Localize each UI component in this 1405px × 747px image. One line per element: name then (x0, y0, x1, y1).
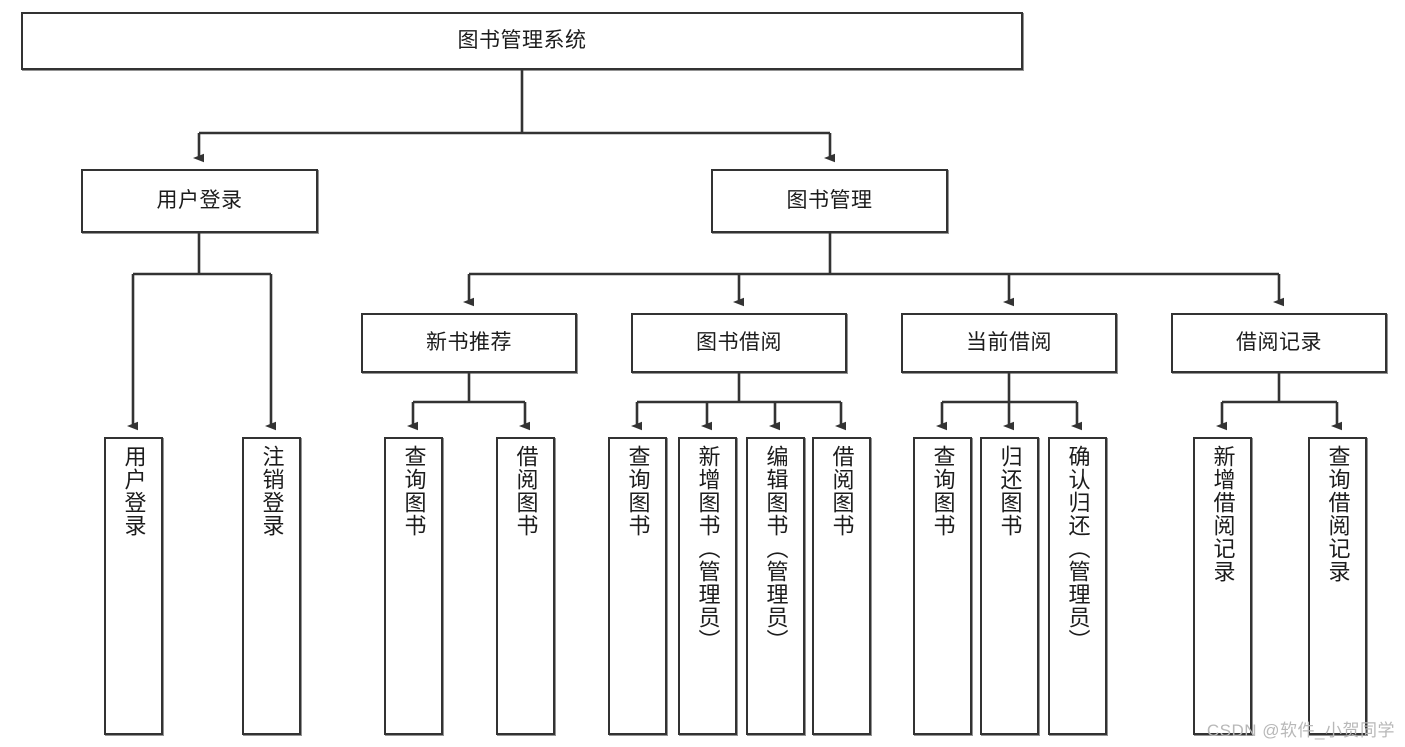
node-book-management[interactable]: 图书管理 (711, 169, 948, 233)
node-label: 用户登录 (121, 445, 147, 537)
node-label: 编辑图书（管理员） (763, 445, 789, 652)
leaf-borrow-book[interactable]: 借阅图书 (812, 437, 871, 735)
node-label: 用户登录 (156, 188, 243, 212)
leaf-query-book-borrow[interactable]: 查询图书 (608, 437, 667, 735)
node-label: 确认归还（管理员） (1065, 445, 1091, 652)
leaf-borrow-book-recommend[interactable]: 借阅图书 (496, 437, 555, 735)
node-label: 新增借阅记录 (1210, 445, 1236, 583)
node-label: 查询图书 (625, 445, 651, 537)
node-borrow-record[interactable]: 借阅记录 (1171, 313, 1387, 373)
node-label: 借阅记录 (1236, 330, 1322, 354)
node-label: 图书管理系统 (457, 28, 587, 52)
node-root-book-management-system[interactable]: 图书管理系统 (21, 12, 1023, 70)
node-label: 注销登录 (259, 445, 285, 537)
leaf-return-book[interactable]: 归还图书 (980, 437, 1039, 735)
leaf-add-book-admin[interactable]: 新增图书（管理员） (678, 437, 737, 735)
watermark: CSDN @软件_小贺同学 (1206, 721, 1395, 740)
node-new-book-recommend[interactable]: 新书推荐 (361, 313, 577, 373)
node-book-borrow[interactable]: 图书借阅 (631, 313, 847, 373)
node-label: 借阅图书 (829, 445, 855, 537)
node-label: 新增图书（管理员） (695, 445, 721, 652)
node-label: 当前借阅 (966, 330, 1052, 354)
node-label: 归还图书 (997, 445, 1023, 537)
leaf-query-book-recommend[interactable]: 查询图书 (384, 437, 443, 735)
leaf-edit-book-admin[interactable]: 编辑图书（管理员） (746, 437, 805, 735)
node-label: 图书借阅 (696, 330, 782, 354)
node-user-login[interactable]: 用户登录 (81, 169, 318, 233)
leaf-add-borrow-record[interactable]: 新增借阅记录 (1193, 437, 1252, 735)
leaf-confirm-return-admin[interactable]: 确认归还（管理员） (1048, 437, 1107, 735)
leaf-user-login[interactable]: 用户登录 (104, 437, 163, 735)
node-label: 新书推荐 (426, 330, 512, 354)
node-label: 查询图书 (930, 445, 956, 537)
leaf-query-borrow-record[interactable]: 查询借阅记录 (1308, 437, 1367, 735)
leaf-query-book-current[interactable]: 查询图书 (913, 437, 972, 735)
node-label: 借阅图书 (513, 445, 539, 537)
node-label: 图书管理 (786, 188, 873, 212)
node-label: 查询图书 (401, 445, 427, 537)
node-label: 查询借阅记录 (1325, 445, 1351, 583)
node-current-borrow[interactable]: 当前借阅 (901, 313, 1117, 373)
leaf-user-logout[interactable]: 注销登录 (242, 437, 301, 735)
